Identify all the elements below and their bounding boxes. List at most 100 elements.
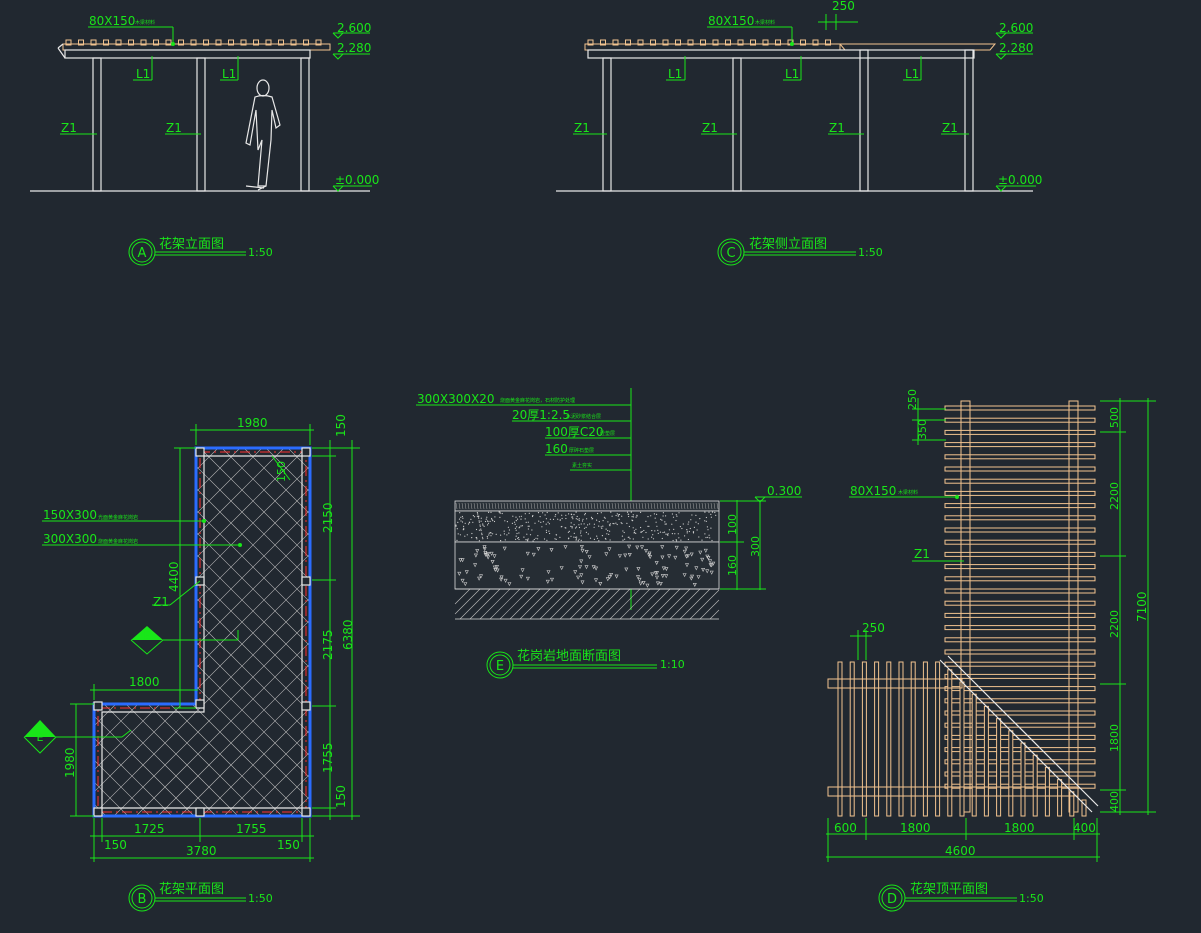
granite-texture: [632, 502, 635, 510]
gravel-mark: [674, 545, 679, 550]
aggregate-dot: [705, 520, 707, 523]
dim-600: 600: [834, 821, 857, 835]
gravel-mark: [495, 568, 500, 573]
soil-hatch-line: [499, 588, 531, 620]
level-marks: [332, 32, 372, 192]
dim-1980-top: 1980: [237, 416, 268, 430]
gravel-mark: [685, 563, 689, 568]
soil-hatch-line: [454, 588, 481, 615]
aggregate-dot: [601, 527, 603, 530]
aggregate-dot: [518, 516, 521, 518]
aggregate-dot: [531, 529, 533, 531]
title-c-name: 花架侧立面图: [749, 236, 827, 252]
dim-150-col: 150: [275, 461, 288, 482]
aggregate-dot: [707, 529, 709, 531]
aggregate-dot: [490, 511, 492, 513]
aggregate-dot: [514, 527, 517, 530]
rafter-end: [737, 39, 744, 46]
aggregate-dot: [542, 521, 545, 523]
hatch-line: [94, 448, 310, 816]
gravel-mark: [689, 552, 694, 557]
gravel-mark: [696, 575, 701, 580]
hatch-line: [0, 448, 64, 818]
aggregate-dot: [501, 512, 503, 515]
rafter-end: [303, 39, 309, 46]
section-note-3-cn: 砼垫层: [600, 430, 615, 437]
aggregate-dot: [653, 513, 656, 515]
aggregate-dot: [548, 523, 551, 525]
hatch-line: [94, 448, 310, 816]
gravel-mark: [660, 555, 665, 560]
gravel-mark: [623, 553, 628, 558]
aggregate-dot: [659, 531, 662, 533]
slat: [944, 466, 1096, 472]
aggregate-dot: [486, 516, 488, 518]
soil-hatch-line: [609, 588, 641, 620]
column: [300, 57, 310, 192]
aggregate-dot: [602, 520, 604, 522]
granite-texture: [530, 502, 533, 510]
aggregate-dot: [528, 525, 530, 527]
aggregate-dot: [539, 516, 541, 518]
dim-150: 150: [334, 785, 348, 808]
aggregate-dot: [492, 520, 494, 522]
aggregate-dot: [571, 526, 573, 528]
aggregate-dot: [583, 527, 586, 529]
slat: [944, 759, 1096, 765]
aggregate-dot: [578, 518, 580, 520]
aggregate-dot: [592, 517, 594, 520]
aggregate-dot: [710, 516, 713, 518]
gravel-mark: [531, 552, 536, 557]
gravel-mark: [664, 574, 669, 579]
granite-texture: [584, 502, 587, 510]
aggregate-dot: [578, 519, 580, 522]
aggregate-dot: [456, 539, 458, 542]
aggregate-dot: [671, 523, 673, 525]
section-marker-e2: E: [23, 720, 132, 754]
aggregate-dot: [508, 529, 510, 531]
gravel-mark: [584, 550, 589, 554]
aggregate-dot: [661, 519, 663, 521]
label-z1: Z1: [166, 121, 182, 135]
aggregate-dot: [515, 516, 517, 518]
title-b: B 花架平面图 1:50: [128, 881, 273, 912]
aggregate-dot: [523, 536, 525, 538]
aggregate-dot: [504, 539, 506, 541]
aggregate-dot: [600, 526, 602, 528]
aggregate-dot: [688, 521, 690, 523]
aggregate-dot: [533, 538, 535, 541]
aggregate-dot: [615, 514, 617, 517]
aggregate-dot: [559, 519, 561, 521]
aggregate-dot: [655, 521, 657, 523]
aggregate-dot: [478, 521, 480, 523]
aggregate-dot: [461, 515, 463, 518]
dim-2175: 2175: [321, 629, 335, 660]
granite-texture: [539, 502, 542, 510]
slat: [944, 649, 1096, 655]
granite-texture: [494, 502, 497, 510]
aggregate-dot: [520, 515, 523, 517]
aggregate-dot: [514, 523, 516, 525]
slat: [944, 515, 1096, 521]
aggregate-dot: [525, 521, 527, 524]
gravel-mark: [489, 551, 494, 556]
aggregate-dot: [468, 521, 470, 523]
gravel-mark: [477, 576, 482, 581]
title-a-label: A: [138, 246, 147, 261]
gravel-mark: [673, 555, 678, 560]
gravel-mark: [499, 575, 504, 580]
aggregate-dot: [491, 517, 493, 520]
slat: [1081, 799, 1087, 817]
rafter-end: [637, 39, 644, 46]
title-e-name: 花岗岩地面断面图: [517, 648, 621, 664]
slat: [944, 576, 1096, 582]
rafter-end: [612, 39, 619, 46]
granite-texture: [707, 502, 710, 510]
dim-1800b: 1800: [1004, 821, 1035, 835]
aggregate-dot: [567, 538, 570, 540]
level-2600: 2.600: [999, 21, 1033, 35]
gravel-mark: [638, 581, 643, 586]
dim-150: 150: [334, 414, 348, 437]
gravel-mark: [525, 551, 530, 556]
aggregate-dot: [671, 533, 674, 535]
